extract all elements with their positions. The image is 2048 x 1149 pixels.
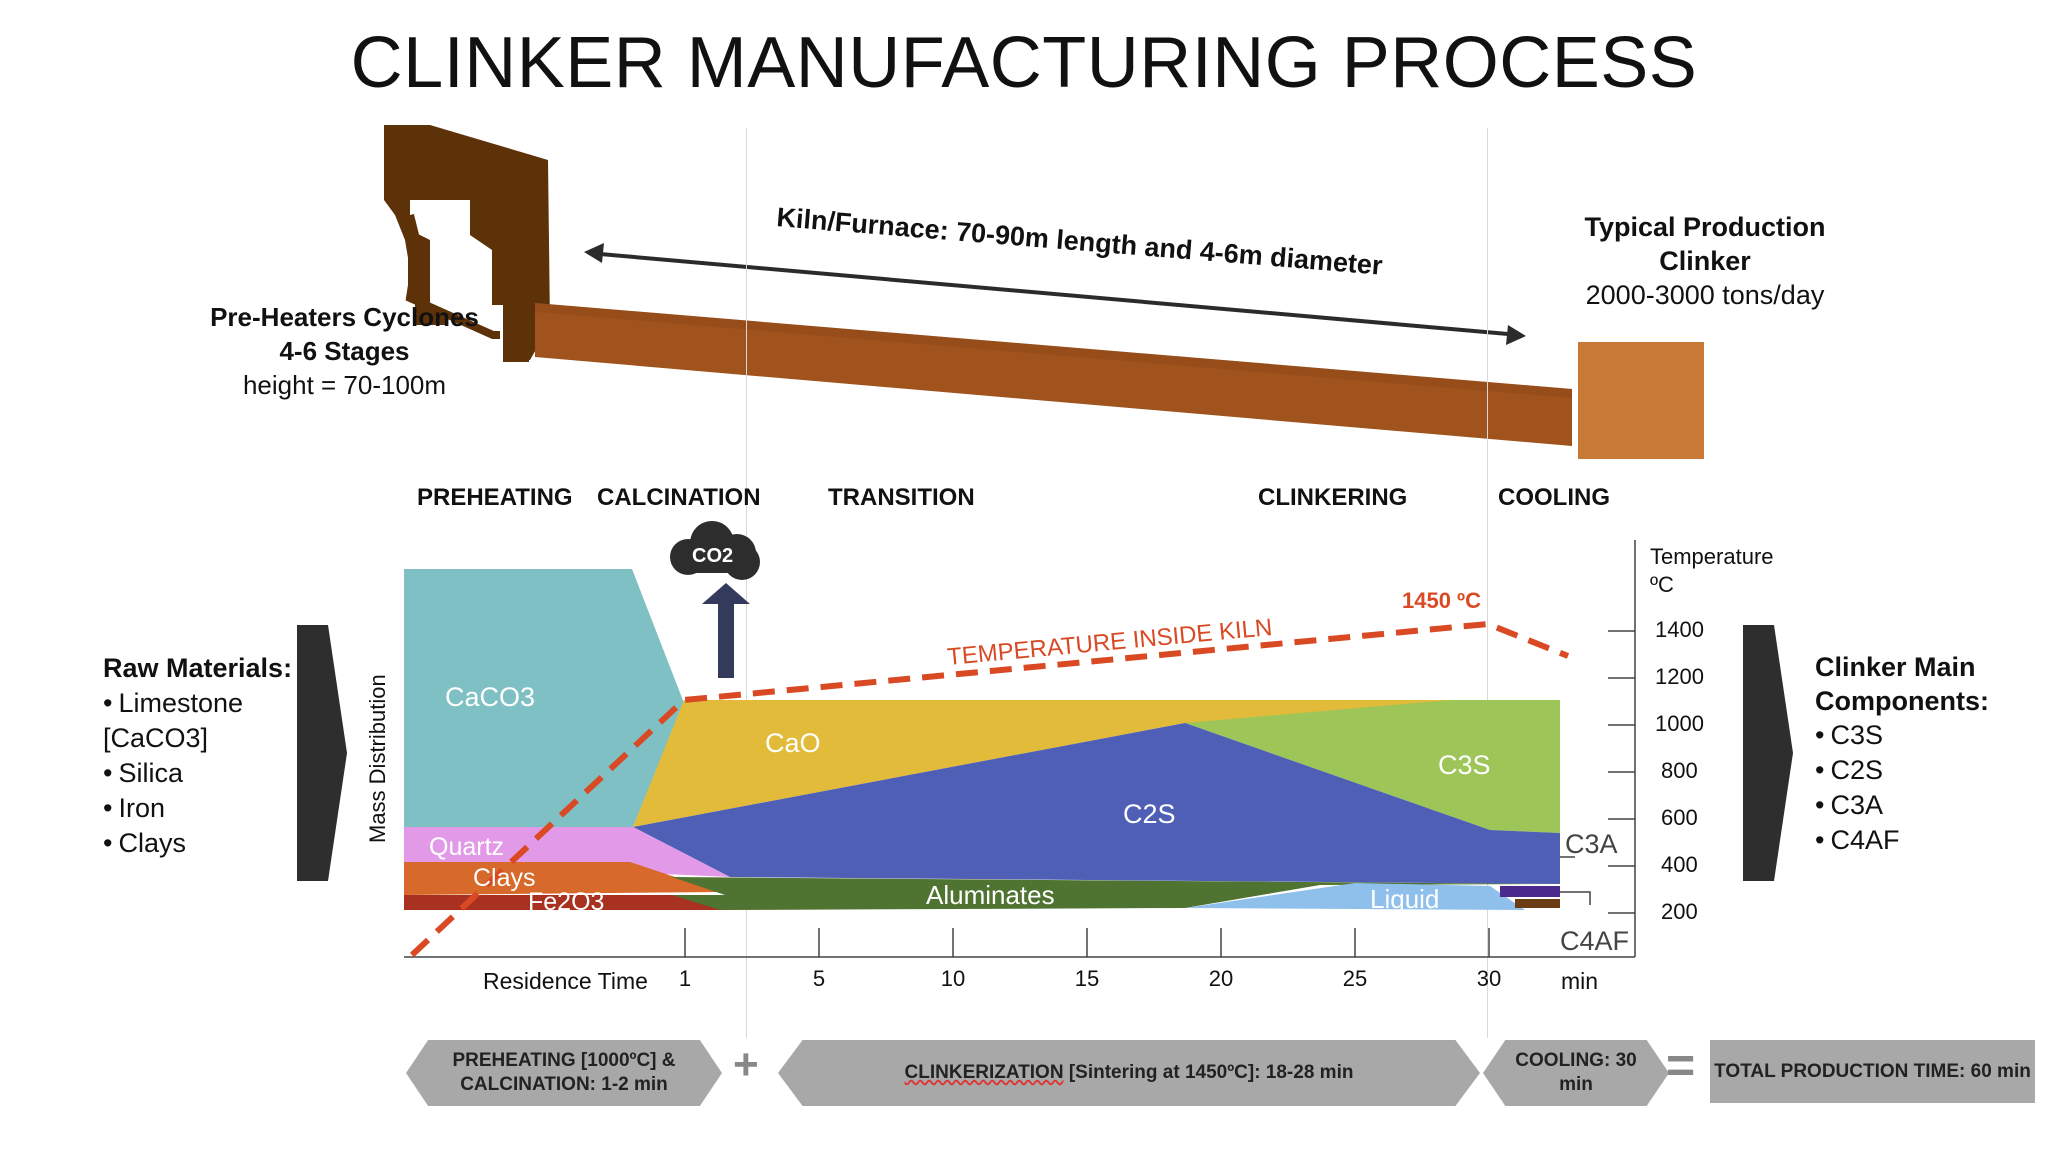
raw-item-iron: Iron	[103, 791, 283, 826]
x-axis-ticks	[684, 928, 1490, 957]
label-c2s: C2S	[1123, 799, 1176, 829]
y-tick-1200: 1200	[1655, 664, 1704, 689]
label-aluminates: Aluminates	[926, 880, 1055, 910]
kiln-illustration: Kiln/Furnace: 70-90m length and 4-6m dia…	[384, 125, 1704, 459]
timeline-preheating: PREHEATING [1000ºC] & CALCINATION: 1-2 m…	[406, 1040, 722, 1106]
component-c2s: C2S	[1815, 753, 1989, 788]
region-aluminates	[672, 877, 1560, 910]
y-axis-label-right-2: ºC	[1650, 572, 1674, 597]
y-axis-ticks	[1608, 630, 1635, 914]
label-cao: CaO	[765, 728, 821, 758]
raw-item-limestone: Limestone [CaCO3]	[103, 686, 283, 756]
mass-distribution-chart: CaCO3 CaO C2S C3S Quartz Clays Fe2O3 Alu…	[365, 521, 1774, 994]
label-c3a: C3A	[1565, 829, 1618, 859]
stage-preheating: PREHEATING	[417, 484, 573, 511]
y-tick-1000: 1000	[1655, 711, 1704, 736]
region-liquid	[1185, 883, 1525, 910]
component-c4af: C4AF	[1815, 823, 1989, 858]
y-axis-label-left: Mass Distribution	[365, 674, 390, 843]
timeline-equals: =	[1666, 1037, 1696, 1093]
label-c3s: C3S	[1438, 750, 1491, 780]
x-axis-unit: min	[1561, 968, 1598, 994]
co2-arrow	[702, 583, 750, 678]
production-line3: 2000-3000 tons/day	[1585, 280, 1825, 310]
production-label: Typical Production Clinker 2000-3000 ton…	[1570, 210, 1840, 312]
x-tick-15: 15	[1074, 966, 1100, 991]
divider-line-1	[746, 128, 747, 1038]
label-liquid: Liquid	[1370, 884, 1439, 914]
production-line1: Typical Production	[1584, 212, 1826, 242]
stage-transition: TRANSITION	[828, 484, 975, 511]
kiln-body	[535, 303, 1572, 446]
components-title-1: Clinker Main	[1815, 652, 1976, 682]
x-tick-1: 1	[678, 966, 692, 991]
divider-line-2	[1487, 128, 1488, 1038]
region-c2s	[633, 723, 1560, 884]
region-c4af-band	[1515, 899, 1560, 908]
peak-temperature-label: 1450 ºC	[1402, 588, 1481, 613]
label-fe2o3: Fe2O3	[528, 888, 604, 916]
cooler-box	[1578, 342, 1704, 459]
y-axis-label-right-1: Temperature	[1650, 544, 1774, 569]
preheater-line3: height = 70-100m	[242, 370, 447, 400]
x-tick-30: 30	[1476, 966, 1502, 991]
component-c3a: C3A	[1815, 788, 1989, 823]
timeline-clinkerization-title: CLINKERIZATION	[904, 1062, 1064, 1083]
page-title: CLINKER MANUFACTURING PROCESS	[350, 23, 1698, 103]
svg-text:CO2: CO2	[692, 545, 733, 567]
y-tick-800: 800	[1661, 758, 1698, 783]
y-tick-1400: 1400	[1655, 617, 1704, 642]
x-tick-25: 25	[1342, 966, 1368, 991]
region-clays	[404, 862, 720, 895]
timeline-clinkerization-detail: [Sintering at 1450ºC]: 18-28 min	[1063, 1062, 1354, 1083]
timeline-plus: +	[733, 1040, 759, 1089]
x-tick-10: 10	[940, 966, 966, 991]
label-quartz: Quartz	[429, 833, 504, 861]
label-c4af: C4AF	[1560, 926, 1629, 956]
y-tick-400: 400	[1661, 852, 1698, 877]
label-caco3: CaCO3	[445, 682, 535, 712]
preheater-line2: 4-6 Stages	[279, 336, 410, 366]
clinker-components: Clinker Main Components: C3S C2S C3A C4A…	[1815, 650, 1989, 858]
y-tick-200: 200	[1661, 899, 1698, 924]
raw-materials: Raw Materials: Limestone [CaCO3] Silica …	[103, 650, 292, 861]
x-axis-label: Residence Time	[483, 968, 648, 994]
raw-item-clays: Clays	[103, 826, 283, 861]
preheater-line1: Pre-Heaters Cyclones	[210, 302, 479, 332]
region-c3s	[1185, 700, 1560, 833]
raw-materials-title: Raw Materials:	[103, 653, 293, 683]
kiln-length-arrow	[599, 252, 1509, 336]
preheater-label: Pre-Heaters Cyclones 4-6 Stages height =…	[192, 300, 497, 402]
stage-cooling: COOLING	[1498, 484, 1610, 511]
stage-clinkering: CLINKERING	[1258, 484, 1408, 511]
co2-cloud: CO2	[670, 521, 760, 580]
timeline-clinkerization: CLINKERIZATION [Sintering at 1450ºC]: 18…	[778, 1040, 1480, 1106]
x-tick-5: 5	[812, 966, 826, 991]
region-c3a-band	[1500, 886, 1560, 897]
component-c3s: C3S	[1815, 718, 1989, 753]
production-line2: Clinker	[1659, 246, 1751, 276]
y-tick-600: 600	[1661, 805, 1698, 830]
region-fe2o3	[404, 895, 725, 910]
raw-item-silica: Silica	[103, 756, 283, 791]
temperature-curve	[409, 620, 1570, 958]
label-clays: Clays	[473, 864, 536, 892]
timeline-total: TOTAL PRODUCTION TIME: 60 min	[1710, 1040, 2035, 1103]
stage-calcination: CALCINATION	[597, 484, 761, 511]
x-tick-20: 20	[1208, 966, 1234, 991]
timeline-cooling: COOLING: 30 min	[1483, 1040, 1669, 1106]
components-title-2: Components:	[1815, 686, 1989, 716]
